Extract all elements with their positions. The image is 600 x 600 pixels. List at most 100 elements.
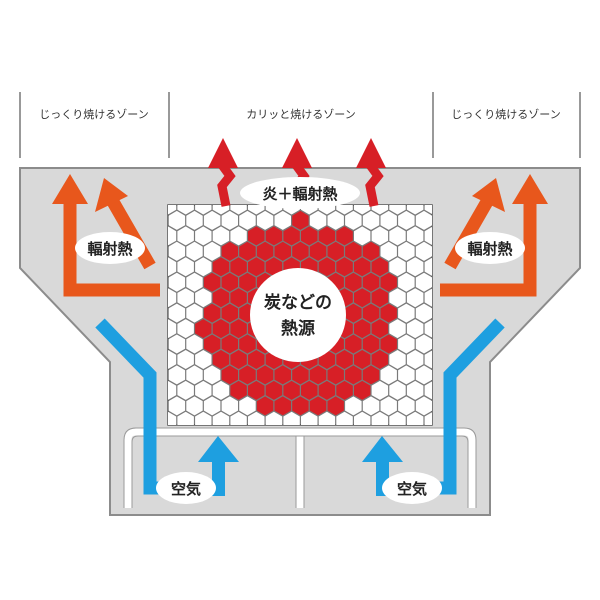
air-bubble-left <box>156 472 216 504</box>
grate-hole <box>203 334 221 354</box>
grate-hole <box>256 396 274 416</box>
grate-hole <box>186 365 203 385</box>
grate-hole <box>195 380 212 400</box>
grate-hole <box>168 241 186 261</box>
grate-hole <box>177 350 194 369</box>
grate-hole <box>221 334 238 354</box>
grate-hole <box>301 226 318 246</box>
grate-hole <box>327 396 344 416</box>
grate-hole <box>362 396 380 416</box>
grate-hole <box>177 288 194 308</box>
grate-hole <box>168 226 177 246</box>
heat-source-bubble <box>250 268 346 362</box>
grate-hole <box>354 319 371 339</box>
grate-hole <box>274 210 291 230</box>
grate-hole <box>239 334 256 354</box>
grate-hole <box>292 396 309 416</box>
grate-hole <box>406 411 424 425</box>
grate-hole <box>177 257 194 277</box>
grate-hole <box>283 226 300 246</box>
grate-hole <box>203 396 221 416</box>
grate-hole <box>248 411 265 425</box>
grate-hole <box>371 226 389 246</box>
grate-hole <box>195 319 212 339</box>
grate-hole <box>221 303 238 323</box>
grate-hole <box>186 303 203 323</box>
radiant-arrowheads-right <box>472 174 548 212</box>
grate-hole <box>424 226 432 245</box>
grate-hole <box>389 350 406 369</box>
grate-hole <box>380 365 397 385</box>
grate-hole <box>195 350 212 369</box>
grate-hole <box>203 241 221 261</box>
grate-hole <box>221 272 238 292</box>
grate-hole <box>362 272 380 292</box>
grate-hole <box>406 205 424 215</box>
grate-hole <box>309 396 327 416</box>
radiant-bubble-right <box>455 232 525 264</box>
grate-hole <box>168 334 186 354</box>
radiant-bubble-left <box>75 232 145 264</box>
grate-hole <box>398 241 415 261</box>
grate-hole <box>415 303 432 323</box>
grate-hole <box>168 257 177 277</box>
grate-hole <box>212 319 230 339</box>
grate-hole <box>406 288 424 308</box>
grate-hole <box>345 396 362 416</box>
grate-hole <box>371 257 389 277</box>
grate-hole <box>318 411 336 425</box>
grate-hole <box>504 396 521 415</box>
grate-hole <box>406 380 424 400</box>
grate-hole <box>495 381 512 400</box>
radiant-arrows-right <box>440 196 537 297</box>
grate-hole <box>406 319 424 339</box>
grate-hole <box>274 365 291 385</box>
radiant-arrows-left <box>63 196 160 297</box>
zone-label-left: じっくり焼けるゾーン <box>39 108 148 121</box>
grate-hole <box>186 334 203 354</box>
grate-hole <box>415 334 432 354</box>
grate-hole <box>248 380 265 400</box>
grate-hole <box>424 319 432 338</box>
grate-hole <box>336 226 353 246</box>
grate-hole <box>256 241 274 261</box>
grate-hole <box>301 411 318 425</box>
grate-hole <box>336 350 353 369</box>
air-label-left: 空気 <box>171 480 201 498</box>
zone-label-center: カリッと焼けるゾーン <box>246 108 355 121</box>
grate-hole <box>398 210 415 230</box>
grate-hole <box>371 350 389 369</box>
heat-source-label-line2: 熱源 <box>281 318 315 339</box>
grate-hole <box>504 365 521 384</box>
grate-hole <box>424 350 432 369</box>
grate-hole <box>415 241 432 261</box>
grate-hole <box>177 319 194 339</box>
grate-hole <box>265 411 283 425</box>
grate-hole <box>221 241 238 261</box>
grate-hole <box>362 365 380 385</box>
grate-hole <box>168 396 186 416</box>
grate-hole <box>274 241 291 261</box>
grate-hole <box>212 350 230 369</box>
grate-hole <box>212 411 230 425</box>
grate-hole <box>195 288 212 308</box>
grate-hole <box>203 210 221 230</box>
grate-hole <box>230 319 247 339</box>
grate-hole <box>239 210 256 230</box>
air-bubble-right <box>382 472 442 504</box>
grate-hole <box>248 257 265 277</box>
grate-hole <box>212 257 230 277</box>
grate-hole <box>371 205 389 215</box>
grate-hole <box>212 226 230 246</box>
grate-hole <box>371 319 389 339</box>
grate-hole <box>389 226 406 246</box>
grate-hole <box>398 272 415 292</box>
grate-hole <box>380 241 397 261</box>
grate-hole <box>345 365 362 385</box>
grate-hole <box>203 303 221 323</box>
zone-label-right: じっくり焼けるゾーン <box>451 108 560 121</box>
grate-hole <box>283 380 300 400</box>
grate-hole <box>168 272 186 292</box>
grate-hole <box>362 334 380 354</box>
